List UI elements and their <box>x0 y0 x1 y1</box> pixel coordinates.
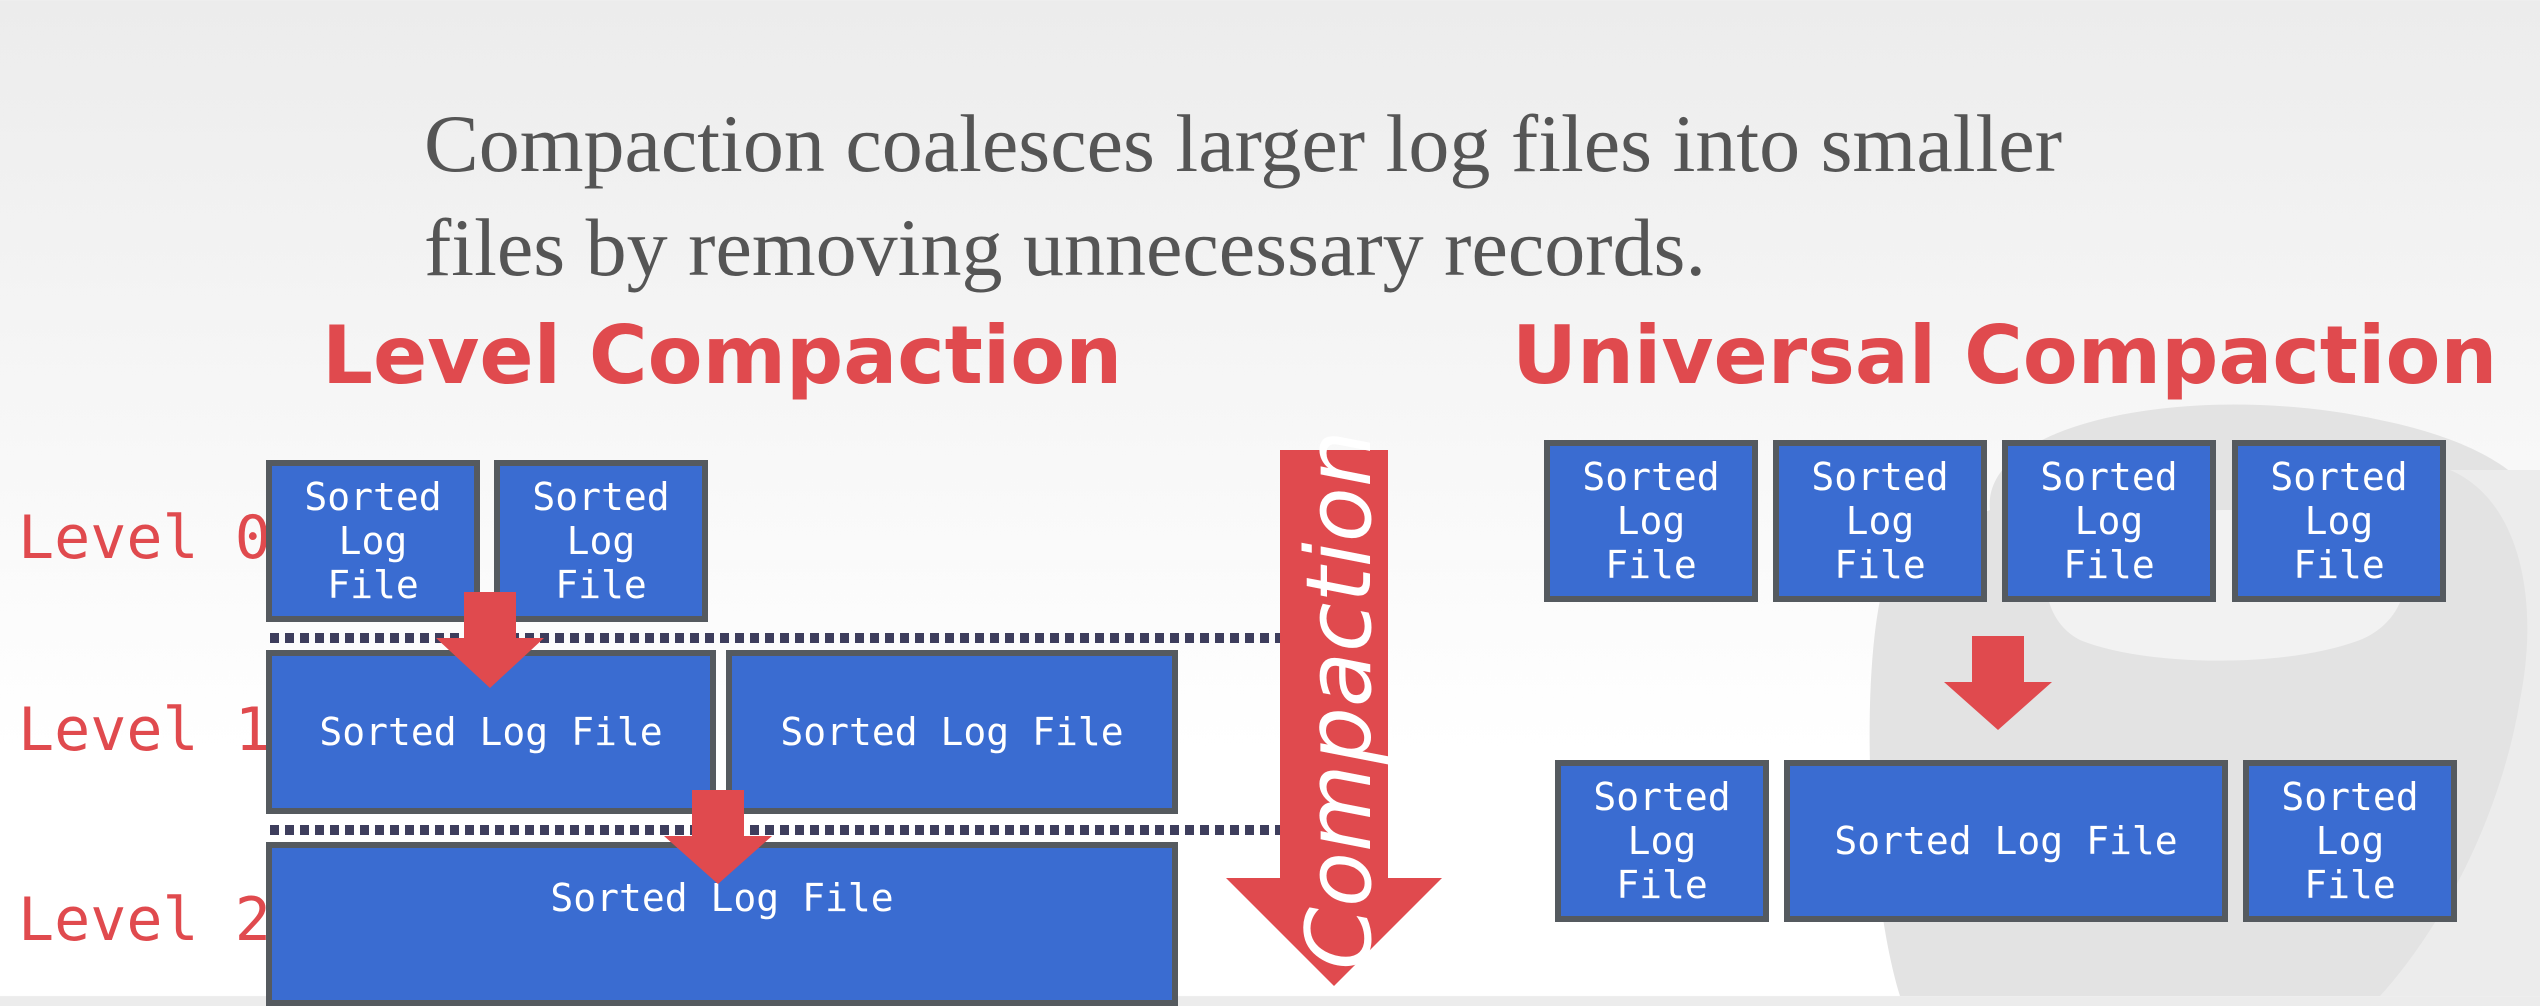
file-label: Sorted Log File <box>2281 775 2419 907</box>
file-label: Sorted Log File <box>2270 455 2408 587</box>
file-label: Sorted Log File <box>1582 455 1720 587</box>
compaction-direction-arrow-icon <box>1226 450 1442 986</box>
file-label: Sorted Log File <box>1811 455 1949 587</box>
file-label: Sorted Log File <box>304 475 442 607</box>
universal-before-file-2: Sorted Log File <box>1773 440 1987 602</box>
file-label: Sorted Log File <box>532 475 670 607</box>
file-label: Sorted Log File <box>780 710 1124 754</box>
universal-before-file-1: Sorted Log File <box>1544 440 1758 602</box>
file-label: Sorted Log File <box>550 876 894 920</box>
level-0-file-1: Sorted Log File <box>266 460 480 622</box>
slide-subtitle: Compaction coalesces larger log files in… <box>424 98 2062 293</box>
level-2-label: Level 2 <box>18 885 271 955</box>
file-label: Sorted Log File <box>319 710 663 754</box>
level-1-file-1: Sorted Log File <box>266 650 716 814</box>
universal-after-file-3: Sorted Log File <box>2243 760 2457 922</box>
level-1-label: Level 1 <box>18 695 271 765</box>
universal-before-file-4: Sorted Log File <box>2232 440 2446 602</box>
level-0-label: Level 0 <box>18 503 271 573</box>
level-1-file-2: Sorted Log File <box>726 650 1178 814</box>
file-label: Sorted Log File <box>2040 455 2178 587</box>
down-arrow-icon <box>436 592 544 688</box>
universal-compaction-title: Universal Compaction <box>1512 309 2498 402</box>
file-label: Sorted Log File <box>1593 775 1731 907</box>
down-arrow-icon <box>1944 636 2052 730</box>
level-compaction-title: Level Compaction <box>322 309 1123 402</box>
level-divider-1-2 <box>270 825 1280 835</box>
file-label: Sorted Log File <box>1834 819 2178 863</box>
level-divider-0-1 <box>270 633 1280 643</box>
down-arrow-icon <box>664 790 772 884</box>
universal-before-file-3: Sorted Log File <box>2002 440 2216 602</box>
universal-after-file-2: Sorted Log File <box>1784 760 2228 922</box>
level-0-file-2: Sorted Log File <box>494 460 708 622</box>
universal-after-file-1: Sorted Log File <box>1555 760 1769 922</box>
